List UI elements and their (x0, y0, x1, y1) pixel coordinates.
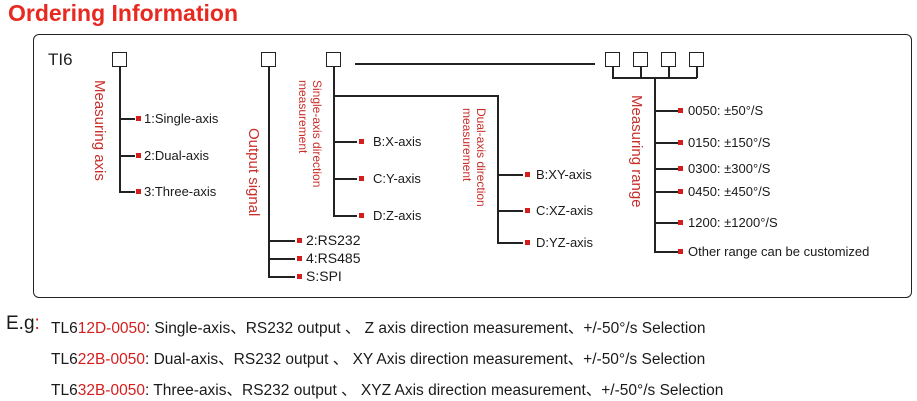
measuring-range-bullet (678, 249, 683, 254)
code-box-range-3 (661, 52, 676, 67)
measuring-range-branch (654, 142, 678, 144)
measuring-range-heading: Measuring range (628, 95, 645, 208)
measuring-range-bullet (678, 108, 683, 113)
ordering-diagram-frame (33, 34, 912, 298)
example-row: TL612D-0050: Single-axis、RS232 output 、 … (51, 316, 706, 338)
dual-axis-direction-branch-2 (497, 210, 523, 212)
dual-axis-direction-option: D:YZ-axis (536, 235, 594, 250)
single-axis-direction-branch-3 (333, 215, 357, 217)
example-code-suffix: 22B-0050 (77, 351, 145, 368)
example-row: TL622B-0050: Dual-axis、RS232 output 、 XY… (51, 347, 705, 369)
measuring-axis-branch-2 (119, 155, 135, 157)
measuring-axis-heading: Measuring axis (91, 80, 108, 181)
measuring-range-option: 0150: ±150°/S (688, 135, 771, 150)
output-signal-branch-1 (268, 240, 295, 242)
single-axis-direction-bullet (359, 139, 364, 144)
measuring-range-bullet (678, 189, 683, 194)
output-signal-trunk (268, 67, 270, 277)
measuring-axis-bullet (136, 116, 141, 121)
example-code-suffix: 12D-0050 (77, 320, 146, 337)
measuring-axis-bullet (136, 189, 141, 194)
example-description: : Single-axis、RS232 output 、 Z axis dire… (145, 320, 706, 337)
single-axis-direction-branch-2 (333, 178, 357, 180)
range-box-stub (612, 67, 614, 78)
single-axis-direction-heading: Single-axis direction measurement (296, 80, 324, 187)
measuring-range-bullet (678, 220, 683, 225)
output-signal-bullet (297, 238, 302, 243)
output-signal-bullet (297, 274, 302, 279)
dual-axis-direction-bullet (525, 172, 530, 177)
output-signal-heading: Output signal (245, 128, 262, 217)
dual-axis-direction-heading: Dual-axis direction measurement (460, 108, 488, 207)
measuring-axis-bullet (136, 153, 141, 158)
dual-axis-direction-heading-line2: measurement (460, 108, 474, 182)
example-label: E.g: (6, 313, 40, 335)
dual-axis-direction-bullet (525, 240, 530, 245)
example-code-prefix: TL6 (51, 351, 78, 368)
measuring-range-branch (654, 222, 678, 224)
dual-axis-direction-heading-line1: Dual-axis direction (474, 108, 488, 207)
single-axis-direction-heading-line1: Single-axis direction (310, 80, 324, 188)
output-signal-option: S:SPI (306, 268, 342, 284)
measuring-range-option: 1200: ±1200°/S (688, 215, 778, 230)
dual-axis-direction-branch-1 (497, 174, 523, 176)
single-axis-direction-heading-line2: measurement (296, 80, 310, 154)
measuring-range-branch (654, 191, 678, 193)
single-axis-direction-bullet (359, 213, 364, 218)
dual-axis-direction-option: B:XY-axis (536, 167, 592, 182)
example-description: : Dual-axis、RS232 output 、 XY Axis direc… (144, 351, 706, 368)
measuring-axis-branch-3 (119, 191, 135, 193)
output-signal-branch-3 (268, 276, 295, 278)
measuring-range-option: 0300: ±300°/S (688, 161, 771, 176)
output-signal-branch-2 (268, 258, 295, 260)
measuring-range-option: Other range can be customized (688, 244, 870, 259)
single-axis-direction-option: D:Z-axis (373, 208, 422, 223)
dual-axis-direction-branch-3 (497, 242, 523, 244)
example-code-suffix: 32B-0050 (77, 382, 145, 399)
measuring-axis-option: 2:Dual-axis (144, 148, 210, 163)
measuring-range-option: 0450: ±450°/S (688, 184, 771, 199)
single-axis-direction-bullet (359, 176, 364, 181)
output-signal-bullet (297, 256, 302, 261)
measuring-axis-option: 3:Three-axis (144, 184, 217, 199)
page-title: Ordering Information (8, 0, 238, 26)
measuring-range-branch (654, 168, 678, 170)
separator-line (355, 63, 595, 65)
code-box-measuring-axis (112, 52, 127, 67)
code-box-range-2 (633, 52, 648, 67)
measuring-axis-branch-1 (119, 118, 135, 120)
single-axis-direction-option: B:X-axis (373, 134, 422, 149)
example-code-prefix: TL6 (51, 382, 78, 399)
measuring-range-bullet (678, 140, 683, 145)
dual-axis-direction-trunk (497, 95, 499, 243)
axis-direction-connector (333, 95, 498, 97)
range-box-stub (696, 67, 698, 78)
code-box-output-signal (261, 52, 276, 67)
dual-axis-direction-option: C:XZ-axis (536, 203, 594, 218)
measuring-axis-option: 1:Single-axis (144, 111, 219, 126)
output-signal-option: 4:RS485 (306, 250, 361, 266)
measuring-range-trunk (654, 77, 656, 252)
measuring-range-branch (654, 251, 678, 253)
measuring-axis-trunk (119, 67, 121, 192)
measuring-range-branch (654, 110, 678, 112)
range-box-stub (640, 67, 642, 78)
example-code-prefix: TL6 (51, 320, 78, 337)
example-row: TL632B-0050: Three-axis、RS232 output 、 X… (51, 378, 723, 400)
range-box-stub (668, 67, 670, 78)
example-description: : Three-axis、RS232 output 、 XYZ Axis dir… (144, 382, 724, 399)
model-prefix: TI6 (48, 50, 73, 69)
dual-axis-direction-bullet (525, 208, 530, 213)
single-axis-direction-option: C:Y-axis (373, 171, 421, 186)
output-signal-option: 2:RS232 (306, 232, 361, 248)
example-label-colon: : (34, 313, 40, 334)
measuring-range-bullet (678, 166, 683, 171)
example-label-text: E.g (6, 313, 35, 334)
code-box-range-4 (689, 52, 704, 67)
code-box-range-1 (605, 52, 620, 67)
code-box-axis-direction (326, 52, 341, 67)
measuring-range-option: 0050: ±50°/S (688, 103, 764, 118)
single-axis-direction-branch-1 (333, 141, 357, 143)
